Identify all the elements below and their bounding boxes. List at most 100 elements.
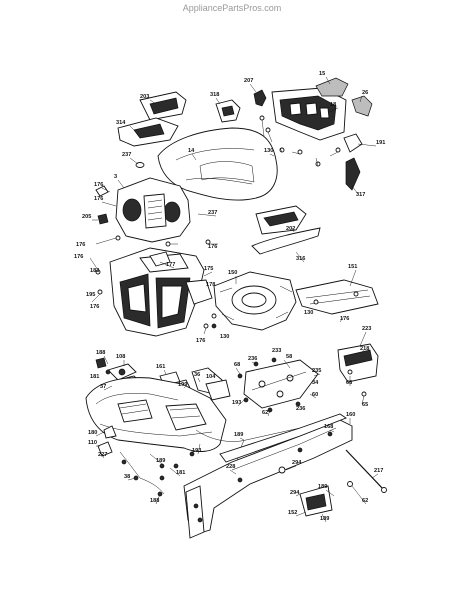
callout-label: 176 (208, 244, 217, 250)
callout-label: 68 (234, 362, 240, 368)
dash-panel-part (271, 87, 347, 141)
callout-label: 110 (88, 440, 97, 446)
callout-label: 38 (124, 474, 130, 480)
callout-label: 14 (188, 148, 195, 154)
callout-label: 161 (156, 364, 165, 370)
callout-label: 152 (288, 510, 297, 516)
part-110 (103, 425, 117, 439)
callout-label: 150 (228, 270, 237, 276)
bracket-318 (215, 99, 241, 123)
callout-label: 217 (374, 468, 383, 474)
callout-label: 294 (290, 490, 300, 496)
bracket-151 (295, 279, 379, 315)
callout-label: 160 (346, 412, 355, 418)
callout-label: 318 (210, 92, 219, 98)
callout-label: 189 (234, 432, 243, 438)
callout-label: 176 (94, 182, 103, 188)
watermark-text: AppliancePartsPros.com (182, 3, 282, 13)
callout-label: 3 (114, 174, 117, 180)
callout-label: 178 (206, 282, 215, 288)
callout-label: 193 (232, 400, 241, 406)
callout-label: 37 (100, 384, 106, 390)
callout-label: 294 (292, 460, 302, 466)
plate-235 (243, 359, 319, 409)
callout-label: 237 (208, 210, 217, 216)
callout-label: 314 (116, 120, 126, 126)
trim-piece-26 (351, 95, 373, 117)
trim-piece-15 (315, 77, 349, 97)
callout-label: 177 (166, 262, 175, 268)
callout-label: 317 (356, 192, 365, 198)
callout-label: 60 (312, 392, 318, 398)
bracket-176-mid (185, 279, 213, 305)
callout-labels: 15 26 18 207 318 203 314 14 237 130 191 … (74, 71, 385, 522)
hood-14 (157, 127, 278, 201)
part-180-bracket (97, 441, 113, 457)
bracket-203 (139, 91, 187, 121)
callout-label: 228 (226, 464, 235, 470)
callout-label: 223 (362, 326, 371, 332)
callout-label: 218 (360, 346, 369, 352)
callout-label: 202 (286, 226, 295, 232)
part-317 (345, 157, 361, 191)
callout-label: 181 (90, 374, 99, 380)
callout-label: 176 (196, 338, 205, 344)
callout-label: 195 (86, 292, 95, 298)
callout-label: 15 (319, 71, 325, 77)
callout-label: 181 (176, 470, 185, 476)
callout-label: 207 (244, 78, 253, 84)
bracket-207 (253, 89, 267, 107)
callout-label: 176 (340, 316, 349, 322)
callout-label: 104 (206, 374, 216, 380)
callout-label: 68 (346, 380, 352, 386)
mount-150 (213, 271, 297, 331)
callout-label: 316 (296, 256, 305, 262)
screws-130-top (259, 115, 341, 167)
callout-label: 130 (264, 148, 273, 154)
callout-label: 188 (96, 350, 105, 356)
callout-label: 65 (362, 402, 368, 408)
nuts-236-233 (237, 357, 301, 413)
callout-label: 130 (304, 310, 313, 316)
callout-label: 180 (88, 430, 97, 436)
callout-label: 34 (312, 380, 319, 386)
callout-label: 151 (348, 264, 357, 270)
rod-217 (345, 449, 387, 493)
callout-label: 168 (324, 424, 333, 430)
callout-label: 237 (122, 152, 131, 158)
callout-label: 36 (194, 372, 200, 378)
callout-label: 233 (272, 348, 281, 354)
side-panel-202 (255, 205, 307, 235)
part-188-top (95, 357, 107, 369)
part-205 (97, 213, 109, 225)
bracket-152-189 (299, 485, 333, 517)
fasteners-176 (89, 235, 218, 335)
grille-3 (115, 177, 191, 243)
plate-218 (337, 343, 379, 397)
callout-label: 62 (262, 410, 268, 416)
main-frame (183, 413, 353, 539)
callout-label: 189 (156, 458, 165, 464)
bracket-36-104 (191, 367, 231, 401)
plate-108 (107, 363, 137, 381)
callout-label: 58 (286, 354, 292, 360)
body-pan (85, 377, 227, 452)
callout-label: 18 (330, 102, 336, 108)
callout-label: 176 (90, 304, 99, 310)
callout-label: 236 (296, 406, 305, 412)
callout-label: 193 (192, 448, 201, 454)
callout-label: 176 (94, 196, 103, 202)
callout-label: 175 (204, 266, 213, 272)
callout-label: 235 (312, 368, 321, 374)
part-191 (343, 133, 363, 153)
callout-label: 176 (74, 254, 83, 260)
callout-label: 203 (140, 94, 149, 100)
callout-label: 26 (362, 90, 368, 96)
bracket-314 (117, 117, 179, 147)
callout-label: 188 (150, 498, 159, 504)
side-panel-316 (251, 227, 321, 255)
part-294-frame (278, 466, 286, 474)
callout-label: 189 (318, 484, 327, 490)
label-leaders (92, 76, 379, 523)
